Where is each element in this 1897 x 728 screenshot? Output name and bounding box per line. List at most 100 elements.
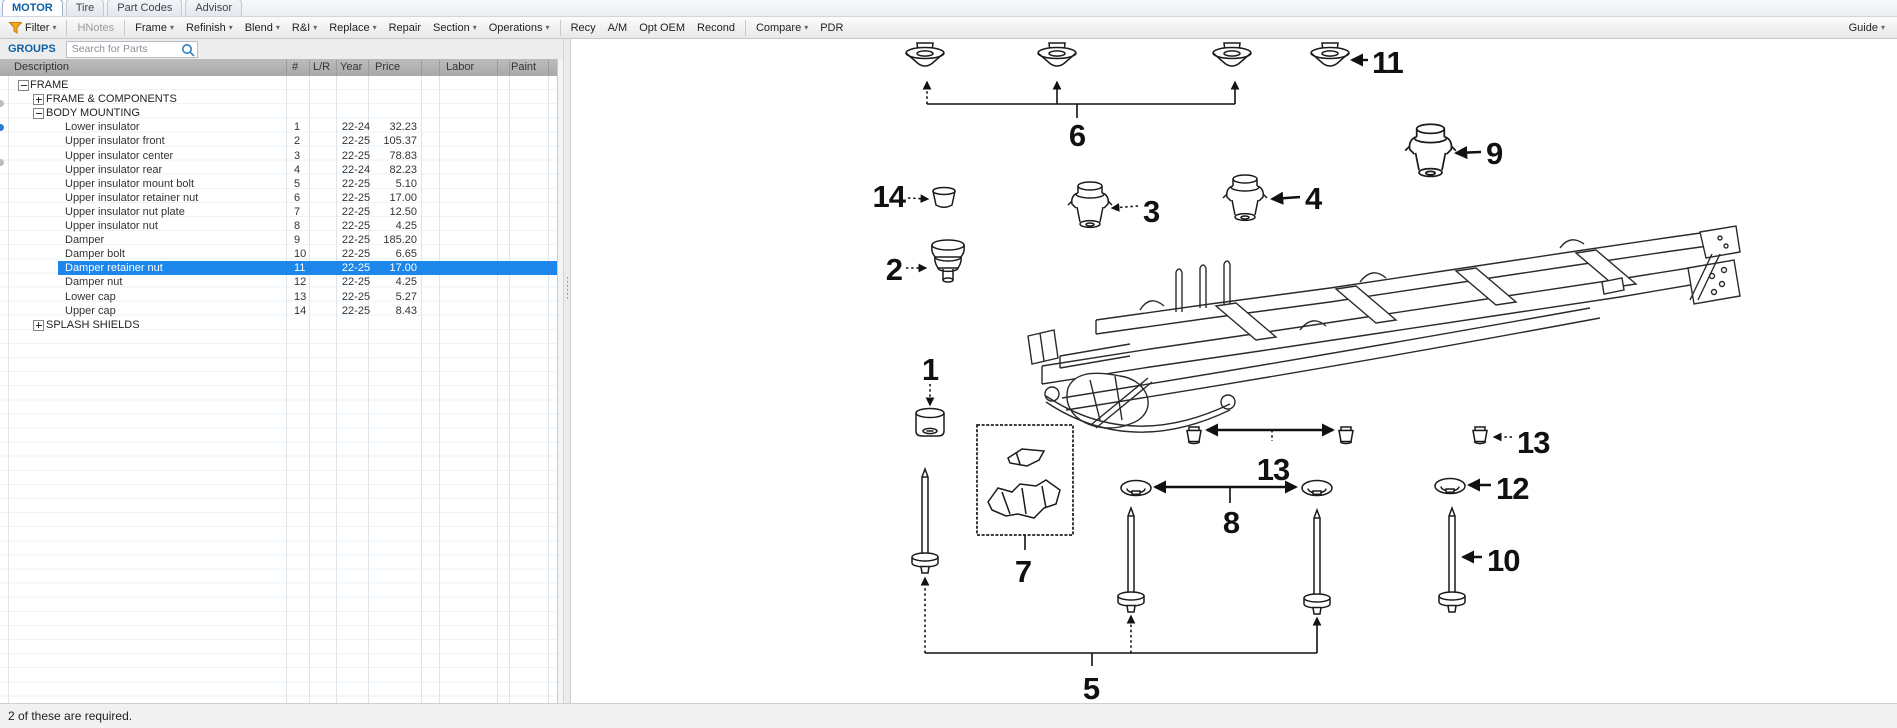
diagram-part-1[interactable]: 1 bbox=[915, 352, 945, 437]
diagram-part-5[interactable]: 5 bbox=[911, 468, 1331, 706]
callout-13b[interactable]: 13 bbox=[1517, 425, 1551, 460]
col-price[interactable]: Price bbox=[375, 61, 401, 73]
tab-part-codes[interactable]: Part Codes bbox=[107, 0, 183, 16]
callout-14[interactable]: 14 bbox=[873, 179, 908, 214]
cell-year: 22-25 bbox=[341, 276, 371, 289]
tab-motor[interactable]: MOTOR bbox=[2, 0, 63, 16]
toolbar-hnotes-button[interactable]: HNotes bbox=[71, 20, 120, 36]
parts-diagram: 6 11 14 2 1 3 4 9 bbox=[571, 39, 1897, 706]
toolbar-a-m-button[interactable]: A/M bbox=[602, 20, 634, 36]
diagram-part-3[interactable]: 3 bbox=[1067, 181, 1161, 229]
diagram-part-7[interactable]: 7 bbox=[976, 424, 1074, 589]
part-description: Damper bolt bbox=[65, 248, 125, 261]
callout-12[interactable]: 12 bbox=[1496, 471, 1529, 506]
col-paint[interactable]: Paint bbox=[511, 61, 537, 73]
tree-group-splash-shields[interactable]: SPLASH SHIELDS bbox=[0, 318, 557, 332]
diagram-part-8[interactable]: 8 bbox=[1120, 479, 1333, 541]
search-input[interactable] bbox=[66, 42, 180, 56]
callout-13[interactable]: 13 bbox=[1257, 452, 1291, 487]
collapse-icon[interactable] bbox=[33, 108, 44, 120]
expand-icon[interactable] bbox=[33, 319, 44, 331]
toolbar-recond-button[interactable]: Recond bbox=[691, 20, 741, 36]
diagram-part-6[interactable]: 6 bbox=[905, 42, 1252, 153]
search-icon[interactable] bbox=[181, 43, 195, 62]
diagram-part-12[interactable]: 12 bbox=[1434, 471, 1529, 506]
cell-year: 22-25 bbox=[341, 149, 371, 162]
tree-group-frame-components[interactable]: FRAME & COMPONENTS bbox=[0, 92, 557, 106]
toolbar-recy-button[interactable]: Recy bbox=[565, 20, 602, 36]
toolbar-label: Blend bbox=[244, 21, 273, 34]
col-lr[interactable]: L/R bbox=[313, 61, 331, 73]
toolbar-filter-button[interactable]: Filter▾ bbox=[3, 20, 62, 36]
part-description: Upper insulator nut bbox=[65, 220, 158, 232]
toolbar-compare-button[interactable]: Compare▾ bbox=[750, 20, 814, 36]
toolbar-opt-oem-button[interactable]: Opt OEM bbox=[633, 20, 691, 36]
toolbar-pdr-button[interactable]: PDR bbox=[814, 20, 849, 36]
callout-11[interactable]: 11 bbox=[1372, 45, 1405, 80]
cell-price: 32.23 bbox=[389, 121, 417, 134]
cell-num: 12 bbox=[294, 276, 307, 289]
toolbar-label: Filter bbox=[25, 21, 50, 34]
groups-tab[interactable]: GROUPS bbox=[8, 43, 56, 55]
expand-icon[interactable] bbox=[33, 94, 44, 106]
panel-splitter[interactable] bbox=[563, 39, 571, 703]
toolbar-label: Operations bbox=[488, 21, 543, 34]
diagram-part-4[interactable]: 4 bbox=[1222, 174, 1324, 222]
cell-price: 105.37 bbox=[383, 135, 417, 148]
toolbar-refinish-button[interactable]: Refinish▾ bbox=[180, 20, 239, 36]
callout-8[interactable]: 8 bbox=[1223, 505, 1241, 540]
tab-advisor[interactable]: Advisor bbox=[185, 0, 243, 16]
cell-price: 6.65 bbox=[395, 248, 417, 261]
diagram-part-9[interactable]: 9 bbox=[1404, 123, 1504, 178]
col-description[interactable]: Description bbox=[14, 61, 70, 73]
callout-7[interactable]: 7 bbox=[1015, 554, 1032, 589]
cell-year: 22-25 bbox=[341, 191, 371, 204]
tab-tire[interactable]: Tire bbox=[65, 0, 105, 16]
toolbar-frame-button[interactable]: Frame▾ bbox=[129, 20, 180, 36]
cell-year: 22-25 bbox=[341, 304, 371, 317]
toolbar-replace-button[interactable]: Replace▾ bbox=[323, 20, 382, 36]
toolbar-repair-button[interactable]: Repair bbox=[383, 20, 427, 36]
tree-group-frame[interactable]: FRAME bbox=[0, 78, 557, 92]
cell-num: 6 bbox=[294, 191, 301, 204]
toolbar-guide-button[interactable]: Guide▾ bbox=[1843, 20, 1891, 36]
toolbar-label: Refinish bbox=[185, 21, 226, 34]
callout-5[interactable]: 5 bbox=[1083, 671, 1101, 706]
diagram-part-11[interactable]: 11 bbox=[1310, 42, 1405, 80]
callout-6[interactable]: 6 bbox=[1069, 118, 1087, 153]
col-labor[interactable]: Labor bbox=[446, 61, 475, 73]
diagram-part-14[interactable]: 14 bbox=[873, 179, 956, 214]
callout-2[interactable]: 2 bbox=[886, 252, 903, 287]
tree-group-body-mounting[interactable]: BODY MOUNTING bbox=[0, 106, 557, 120]
col-year[interactable]: Year bbox=[340, 61, 363, 73]
toolbar-operations-button[interactable]: Operations▾ bbox=[483, 20, 556, 36]
callout-4[interactable]: 4 bbox=[1305, 181, 1324, 216]
toolbar-section-button[interactable]: Section▾ bbox=[427, 20, 483, 36]
toolbar-blend-button[interactable]: Blend▾ bbox=[239, 20, 286, 36]
callout-10[interactable]: 10 bbox=[1487, 543, 1520, 578]
callout-3[interactable]: 3 bbox=[1143, 194, 1161, 229]
diagram-part-10[interactable]: 10 bbox=[1438, 507, 1520, 613]
callout-9[interactable]: 9 bbox=[1486, 136, 1504, 171]
callout-1[interactable]: 1 bbox=[922, 352, 940, 387]
diagram-part-2[interactable]: 2 bbox=[886, 239, 965, 287]
col-number[interactable]: # bbox=[292, 61, 299, 73]
toolbar-r-i-button[interactable]: R&I▾ bbox=[286, 20, 323, 36]
collapse-icon[interactable] bbox=[18, 80, 29, 91]
